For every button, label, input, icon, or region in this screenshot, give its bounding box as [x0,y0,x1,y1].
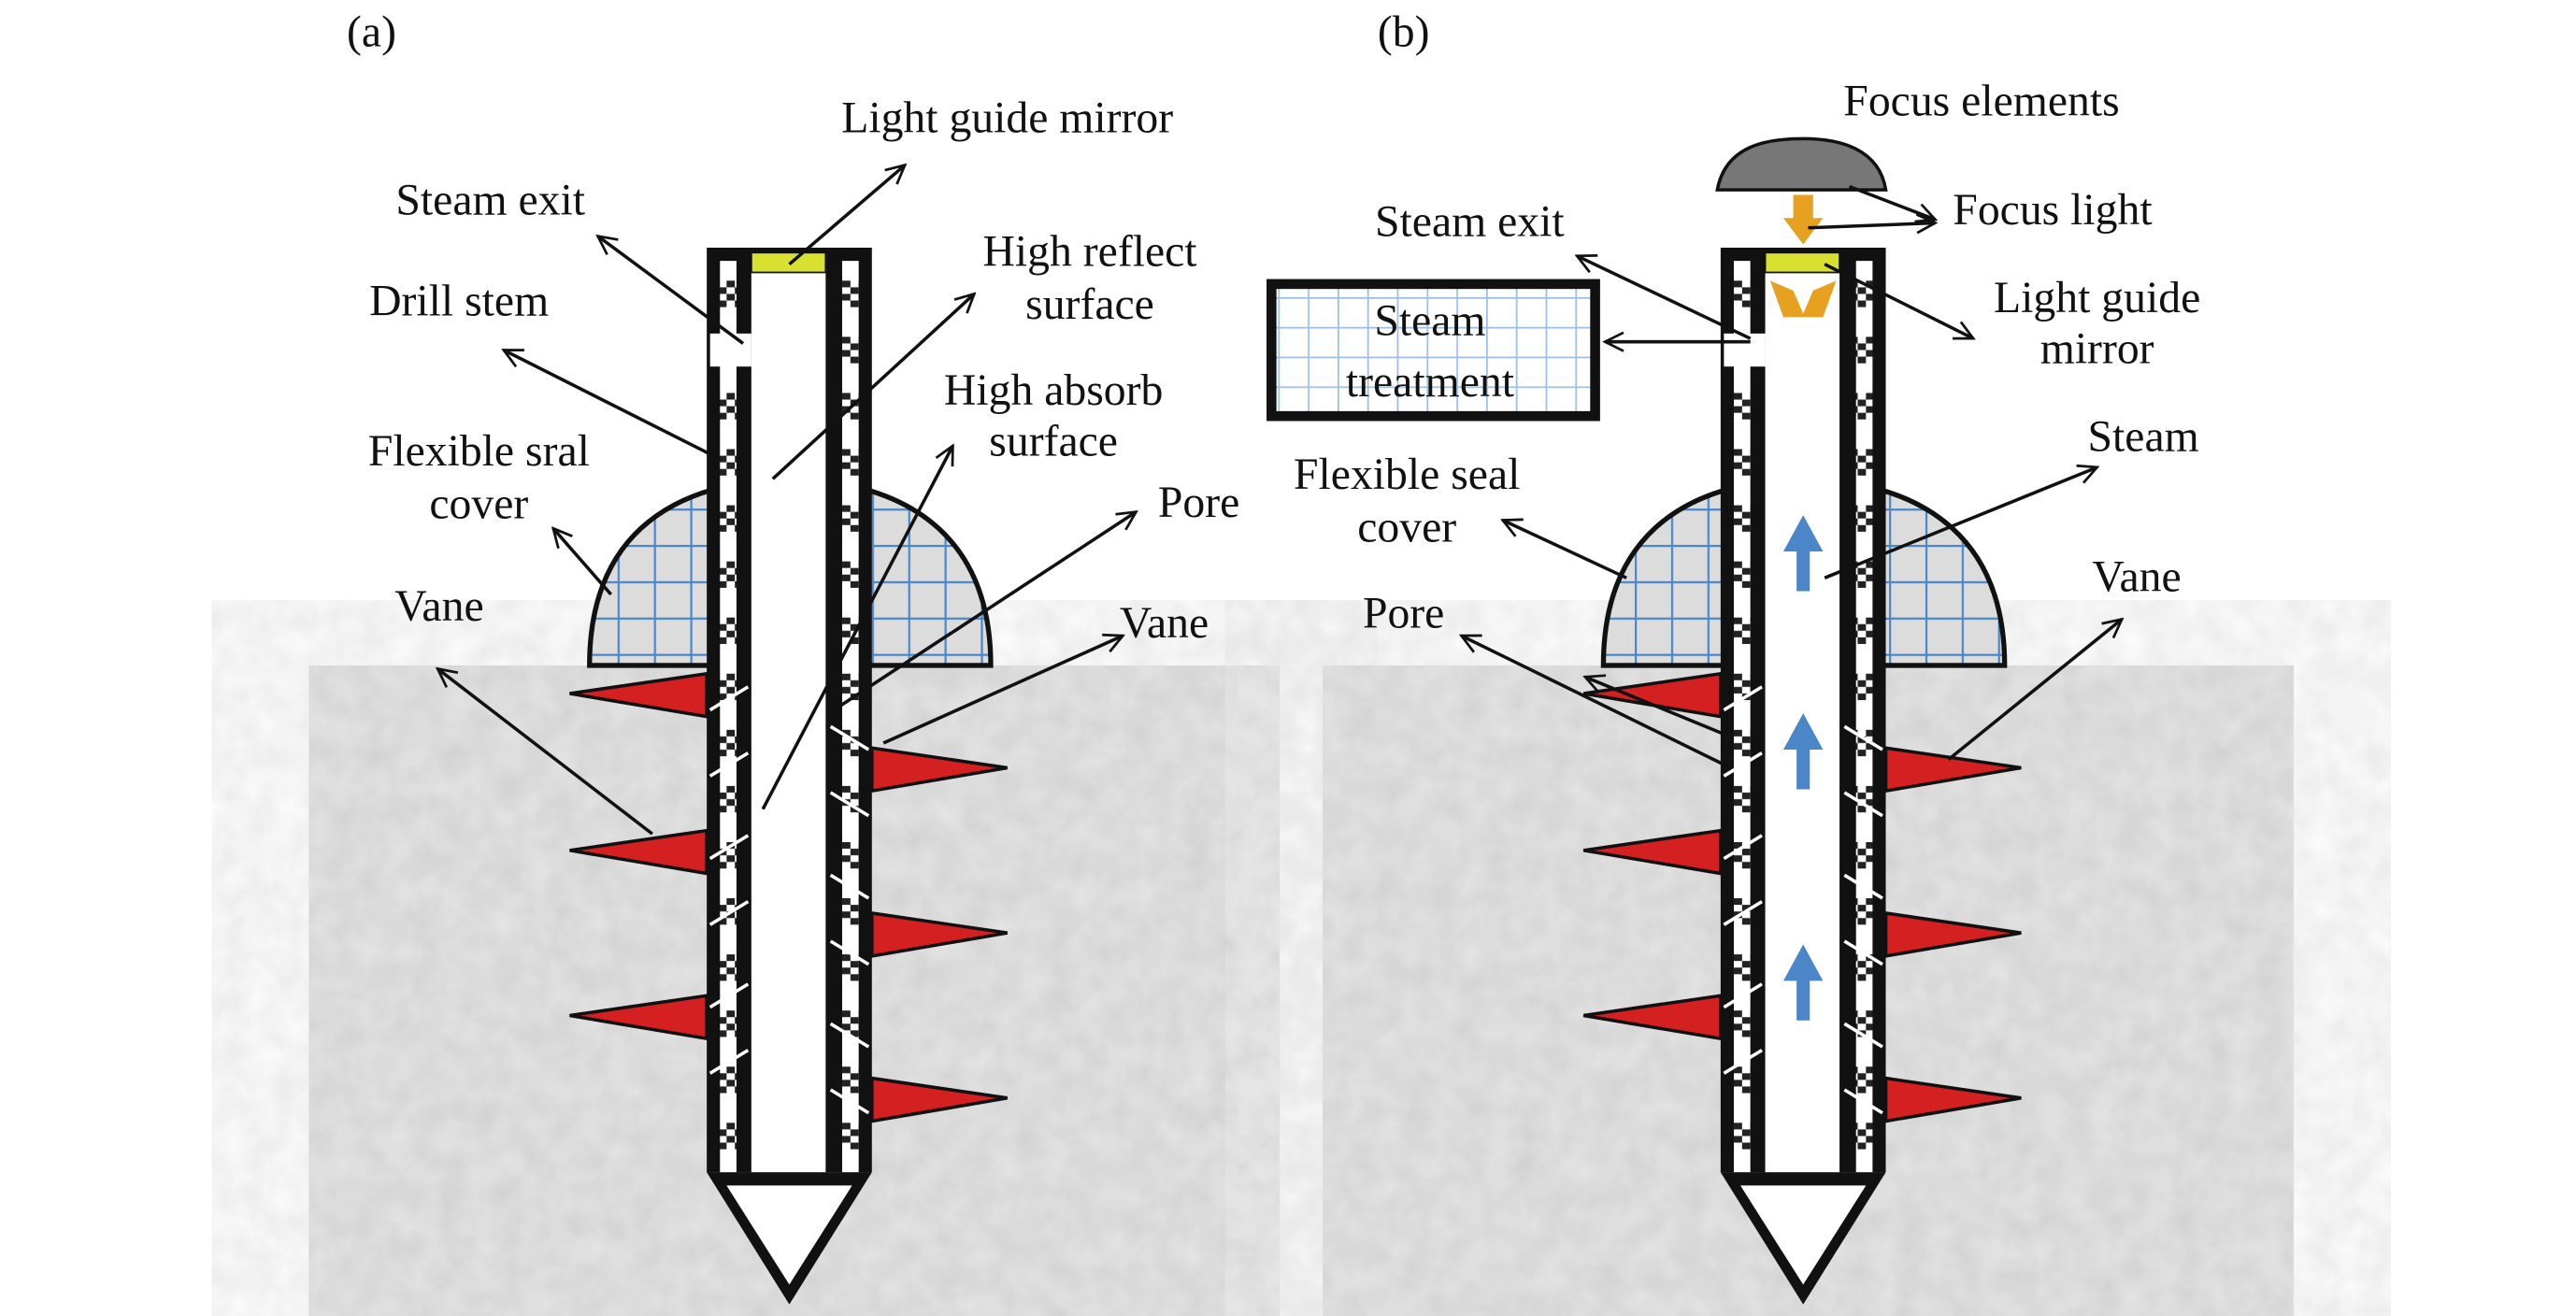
label-flexible-seal-cover: cover [1357,503,1456,551]
pore [1843,1088,1883,1115]
label-light-guide-mirror: Light guide mirror [841,93,1173,142]
stem-wall-right-texture [842,261,859,1173]
label-high-absorb: High absorb [944,366,1163,415]
label-light-guide-mirror: mirror [2040,325,2154,374]
label-flexible-seal: Flexible seal [1294,451,1520,499]
steam-flow-arrow [1782,515,1824,592]
pore [1723,1049,1763,1075]
label-steam-treatment-2: treatment [1346,358,1514,407]
drill-tip-inner [1740,1185,1867,1285]
label-vane-left: Vane [394,582,483,631]
label-steam: Steam [2088,412,2199,461]
drill-tip-inner [726,1185,852,1285]
focus-element [1715,136,1888,192]
label-focus-light: Focus light [1953,186,2152,235]
pore [829,724,870,751]
label-flexible-cover: Flexible sral [368,427,590,476]
stem-wall-right-texture [1855,261,1873,1173]
label-drill-stem: Drill stem [369,277,549,325]
pore [1843,791,1883,818]
leader-line [1824,467,2097,579]
light-guide-mirror [750,251,827,274]
pore [1843,1022,1883,1049]
label-high-reflect-surface: surface [1025,280,1154,329]
leader-line [1947,619,2122,762]
pore [1723,834,1763,861]
panel-a-tag: (a) [347,7,396,56]
pore [829,873,870,900]
leader-line [1585,677,1726,737]
label-light-guide: Light guide [1994,274,2200,322]
pore [1843,724,1883,751]
panel-b-tag: (b) [1378,7,1430,56]
steam-flow-arrow [1782,944,1824,1021]
pore [1723,685,1763,712]
leader-line [1461,634,1732,770]
leader-line [771,293,975,480]
stem-inner-channel [1765,252,1840,1173]
pore [708,751,750,778]
pore [708,685,750,712]
label-high-reflect: High reflect [982,227,1196,276]
pore [708,900,750,926]
label-pore: Pore [1363,589,1444,637]
label-pore: Pore [1158,479,1239,527]
pore [1843,939,1883,966]
light-guide-mirror [1764,251,1840,274]
leader-line [882,636,1123,745]
label-high-absorb-surface: surface [989,418,1118,466]
pore [829,939,870,966]
label-focus-elements: Focus elements [1843,78,2119,126]
pore [1843,873,1883,900]
pore [1723,982,1763,1009]
label-steam-exit: Steam exit [1375,198,1565,247]
pore [829,1088,870,1115]
focus-light-arrow [1782,194,1824,245]
steam-exit-opening [709,333,751,367]
label-vane: Vane [2092,552,2181,601]
pore [708,1049,750,1075]
leader-line [598,236,745,345]
leader-line [1577,256,1752,340]
steam-flow-arrow [1782,713,1824,790]
stem-wall-left-texture [1733,261,1751,1173]
pore [708,834,750,861]
leader-line [553,528,613,596]
label-vane-right: Vane [1120,599,1209,648]
focus-light-reflection [1769,280,1837,318]
steam-exit-opening [1724,333,1766,367]
stem-wall-left-texture [720,261,737,1173]
leader-line [833,512,1136,712]
leader-line [1503,520,1627,579]
label-steam-exit: Steam exit [395,177,585,225]
pore [829,791,870,818]
leader-line [788,165,905,266]
label-flexible-cover-2: cover [429,480,528,529]
leader-line [1824,263,1973,340]
label-steam-treatment: Steam [1374,297,1485,346]
leader-line [1849,184,1936,220]
leader-line [437,668,653,836]
pore [1723,751,1763,778]
pore [708,982,750,1009]
leader-line [761,446,954,810]
steam-treatment-box [1267,279,1600,422]
pore [1723,900,1763,926]
leader-line [1808,222,1935,227]
leader-line [504,348,711,456]
pore [829,1022,870,1049]
